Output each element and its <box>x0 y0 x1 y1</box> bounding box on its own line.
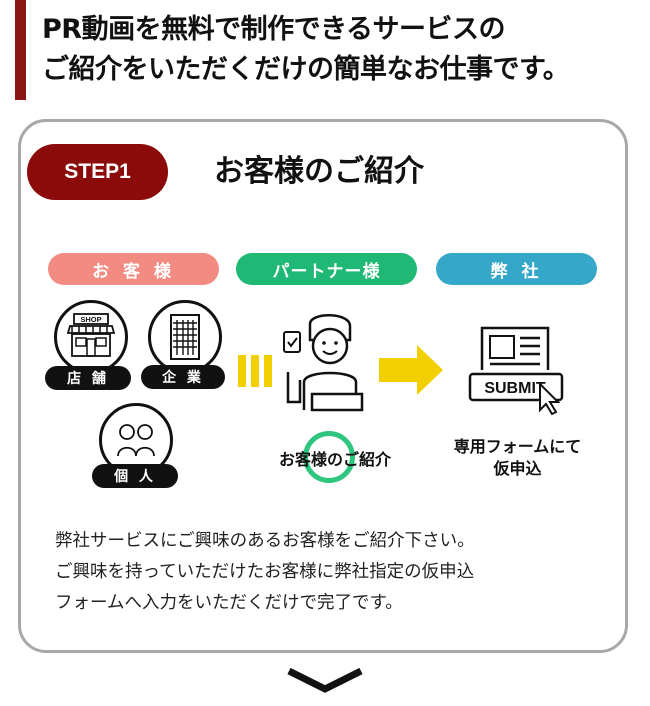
highlight-ring <box>303 431 355 483</box>
shop-icon: SHOP <box>54 300 128 374</box>
label-shop: 店 舗 <box>45 366 131 390</box>
submit-sign-text: SUBMIT <box>484 380 546 397</box>
chevron-down-icon <box>287 667 363 693</box>
submit-caption: 専用フォームにて 仮申込 <box>453 437 582 478</box>
building-icon <box>148 300 222 374</box>
label-individual: 個 人 <box>92 464 178 488</box>
role-pill-partner: パートナー様 <box>236 253 417 285</box>
step-title: お客様のご紹介 <box>214 154 424 189</box>
role-pill-customer: お 客 様 <box>48 253 219 285</box>
connector-bars <box>238 355 272 387</box>
submit-form-icon: SUBMIT <box>468 326 564 416</box>
partner-person-icon <box>283 314 364 412</box>
role-pill-company: 弊 社 <box>436 253 597 285</box>
arrow-right-icon <box>379 345 443 395</box>
partner-caption: お客様のご紹介 <box>278 450 391 469</box>
step-description: 弊社サービスにご興味のあるお客様をご紹介下さい。 ご興味を持っていただけたお客様… <box>55 531 475 613</box>
step-badge: STEP1 <box>27 144 168 200</box>
label-company: 企 業 <box>141 365 225 389</box>
header-accent-bar <box>15 0 26 100</box>
shop-sign-text: SHOP <box>80 315 101 324</box>
page-title: PR動画を無料で制作できるサービスの ご紹介をいただくだけの簡単なお仕事です。 <box>42 14 570 85</box>
